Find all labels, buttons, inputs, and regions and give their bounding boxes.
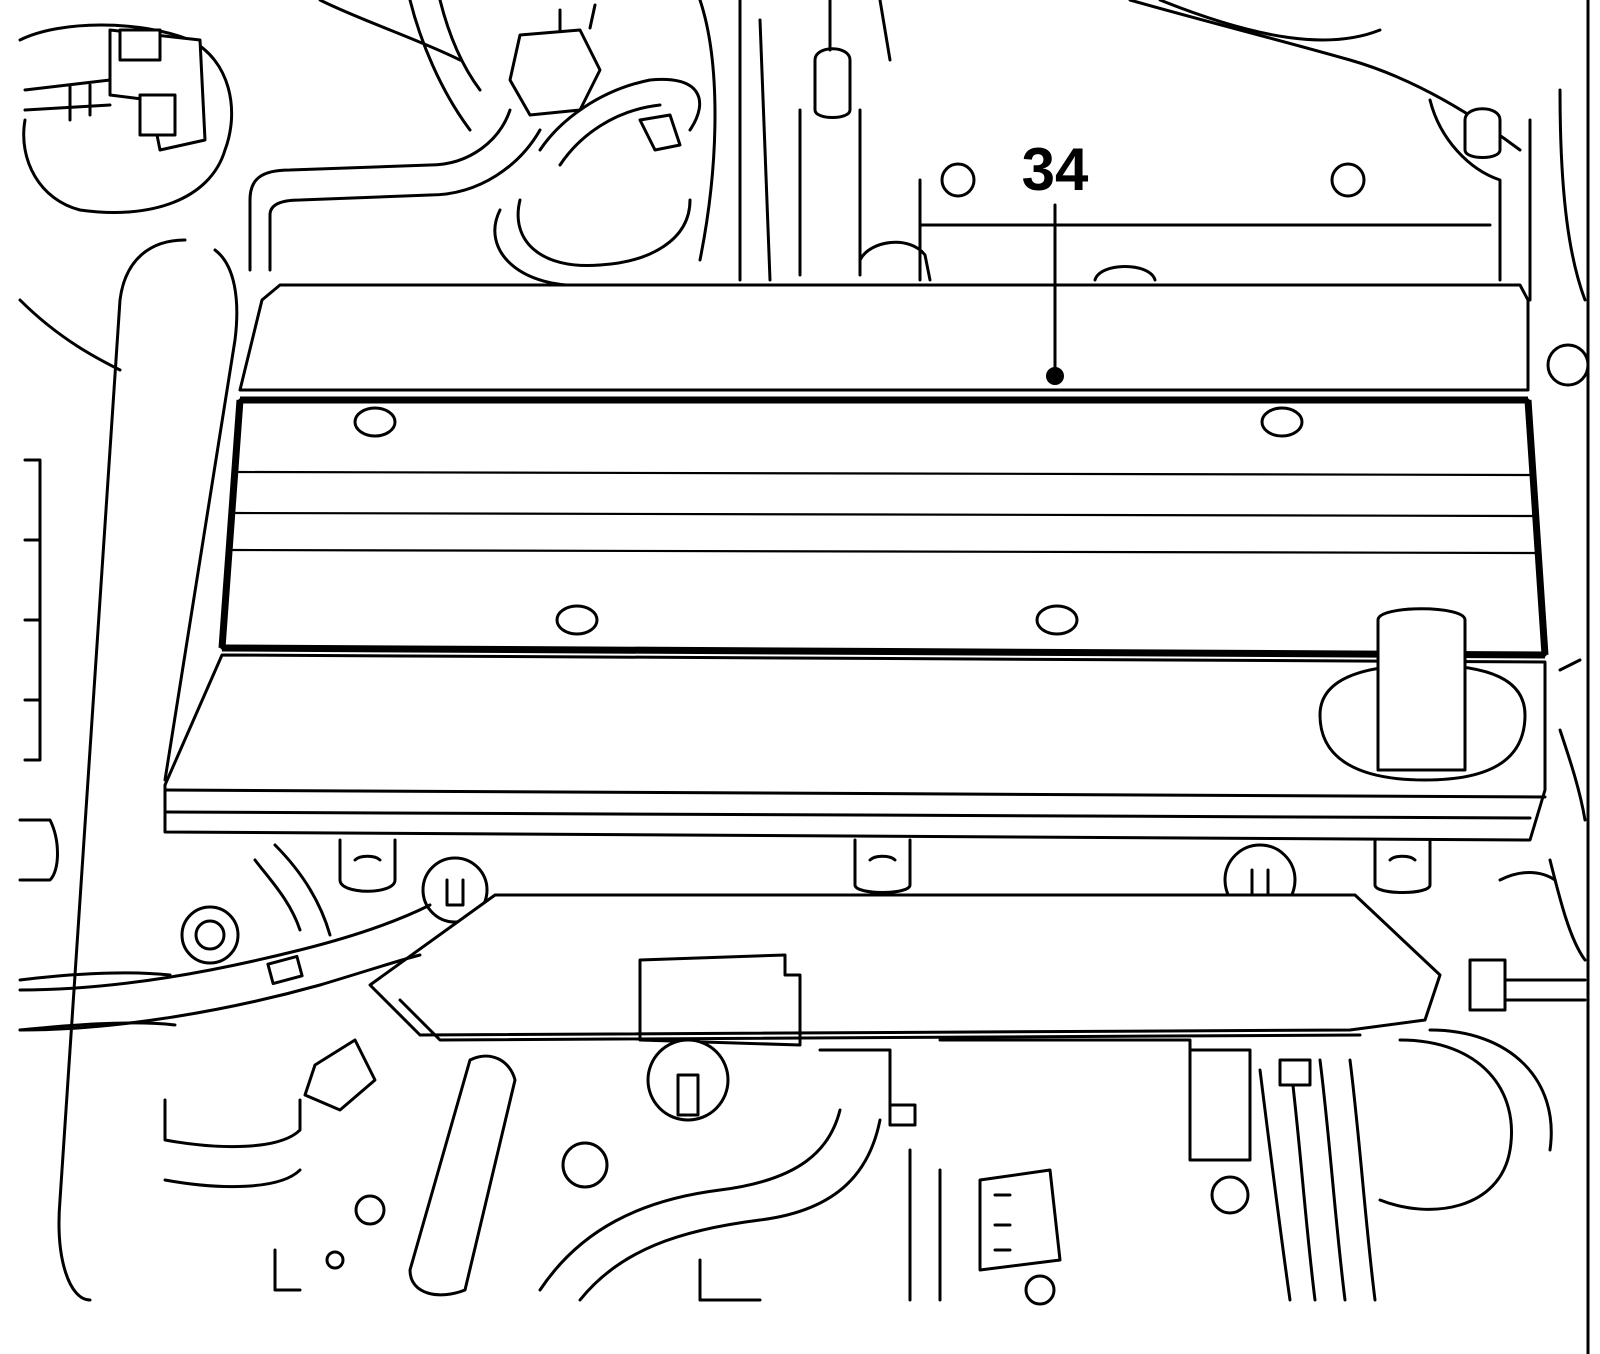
top-center-fittings [798,0,1522,282]
top-left-sensor-connector [18,23,233,214]
callout-label-34: 34 [1022,136,1089,203]
valve-cover [163,203,1549,842]
ignition-module [368,893,1442,1122]
left-intake-hose [18,238,239,1302]
lower-engine-detail [163,658,1587,1306]
top-right-fitting [1428,88,1590,387]
wiring-harness-left [18,843,432,1032]
top-hoses-background [248,0,772,287]
oil-filler-cap [1318,607,1527,782]
top-mounting-holes [940,162,1366,198]
